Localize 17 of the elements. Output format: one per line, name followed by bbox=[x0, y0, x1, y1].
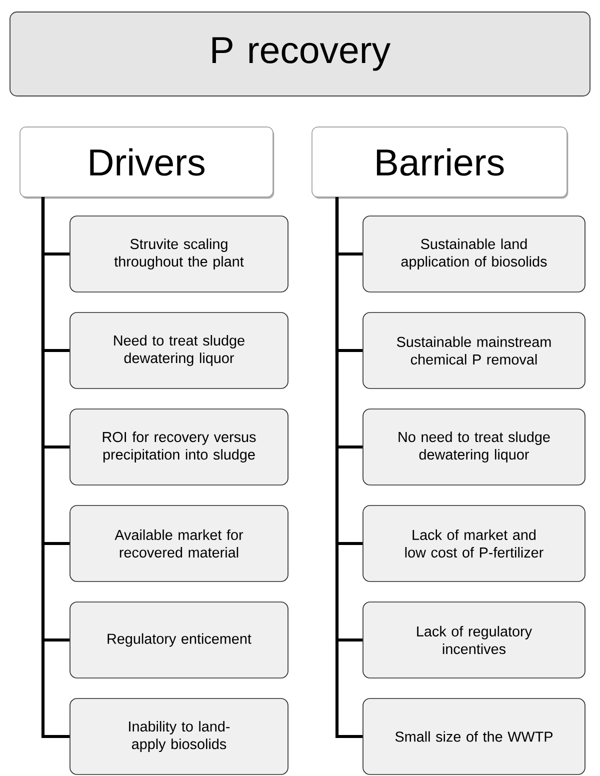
item-box: Lack of regulatory incentives bbox=[362, 602, 586, 678]
item-box: Small size of the WWTP bbox=[362, 698, 586, 775]
connector-line bbox=[335, 197, 363, 738]
title-box: P recovery bbox=[10, 12, 590, 96]
heading-box: Barriers bbox=[312, 126, 568, 199]
item-box: Inability to land-apply biosolids bbox=[70, 698, 288, 775]
item-box: Available market for recovered material bbox=[70, 505, 288, 582]
item-box: No need to treat sludge dewatering liquor bbox=[362, 408, 586, 486]
item-box: Lack of market and low cost of P-fertilizer bbox=[362, 505, 586, 582]
heading-box: Drivers bbox=[20, 126, 274, 199]
item-box: Sustainable mainstream chemical P removal bbox=[362, 312, 586, 389]
item-box: Need to treat sludge dewatering liquor bbox=[70, 312, 288, 389]
item-box: Sustainable land application of biosolids bbox=[362, 216, 586, 292]
item-box: ROI for recovery versus precipitation into sludge bbox=[70, 408, 288, 486]
item-box: Struvite scaling throughout the plant bbox=[70, 216, 288, 292]
connector-line bbox=[41, 197, 70, 738]
item-box: Regulatory enticement bbox=[70, 602, 288, 678]
